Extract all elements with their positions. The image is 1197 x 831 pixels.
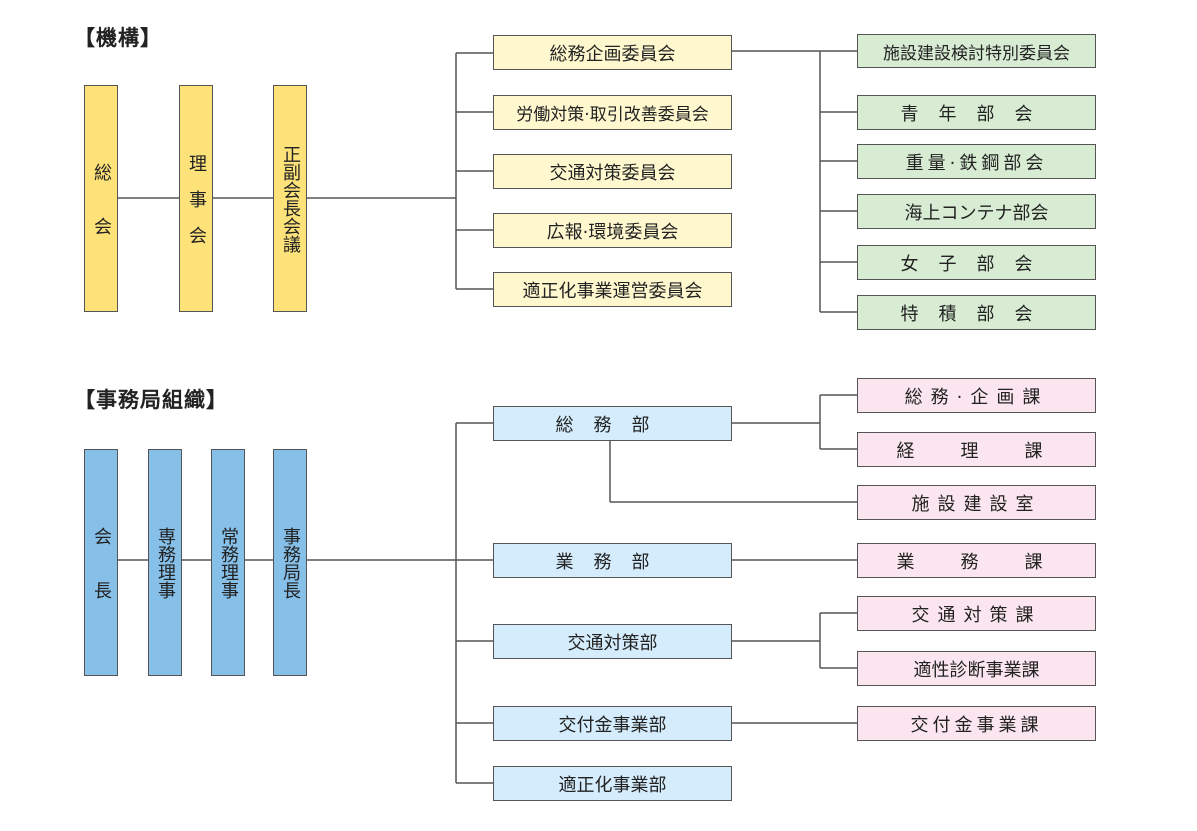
- section-koutsuu-taisaku-label: 交通対策課: [911, 604, 1042, 626]
- section-koufukin-jigyou: 交付金事業課: [857, 706, 1096, 741]
- committee-tekiseika-unei-label: 適正化事業運営委員会: [522, 280, 703, 302]
- dept-tekiseika-jigyou-label: 適正化事業部: [558, 774, 667, 796]
- dept-koufukin-jigyou: 交付金事業部: [493, 706, 732, 741]
- pillar-jimukyoku-chou-label: 事務局長: [280, 526, 301, 599]
- dept-tekiseika-jigyou: 適正化事業部: [493, 766, 732, 801]
- dept-koutsuu-taisaku-label: 交通対策部: [567, 632, 658, 654]
- dept-koufukin-jigyou-label: 交付金事業部: [558, 714, 667, 736]
- dept-koutsuu-taisaku: 交通対策部: [493, 624, 732, 659]
- section-koufukin-jigyou-label: 交付金事業課: [910, 714, 1043, 736]
- section-shisetsu-kensetsu: 施設建設室: [857, 485, 1096, 520]
- bukai-joshi-label: 女子部会: [900, 253, 1053, 275]
- committee-kouhou-kankyou: 広報·環境委員会: [493, 213, 732, 248]
- committee-koutsuu-taisaku: 交通対策委員会: [493, 154, 732, 189]
- pillar-kaichou: 会 長: [84, 449, 118, 676]
- dept-gyoumu: 業務部: [493, 543, 732, 578]
- pillar-senmu-riji-label: 専務理事: [155, 526, 176, 599]
- section-tekisei-shindan: 適性診断事業課: [857, 651, 1096, 686]
- committee-koutsuu-taisaku-label: 交通対策委員会: [549, 162, 676, 184]
- section-soumu-kikaku-label: 総務·企画課: [904, 386, 1049, 408]
- committee-soumu-kikaku-label: 総務企画委員会: [549, 43, 676, 65]
- bukai-shisetsu-kensetsu-label: 施設建設検討特別委員会: [883, 43, 1070, 64]
- pillar-seifuku-kaichou-kaigi-label: 正副会長会議: [280, 144, 301, 253]
- bukai-seinen-label: 青年部会: [900, 103, 1053, 125]
- committee-roudou-torihiki-label: 労働対策·取引改善委員会: [516, 105, 709, 125]
- jimukyoku-heading: 【事務局組織】: [74, 388, 228, 412]
- pillar-seifuku-kaichou-kaigi: 正副会長会議: [273, 85, 307, 312]
- pillar-senmu-riji: 専務理事: [148, 449, 182, 676]
- kikou-heading: 【機構】: [74, 26, 162, 50]
- bukai-kaijou-container-label: 海上コンテナ部会: [904, 202, 1049, 224]
- dept-soumu: 総務部: [493, 406, 732, 441]
- bukai-shisetsu-kensetsu: 施設建設検討特別委員会: [857, 34, 1096, 68]
- section-keiri-label: 経 理 課: [896, 440, 1057, 462]
- pillar-soukai-label: 総 会: [91, 162, 112, 235]
- pillar-rijikai-label: 理 事 会: [186, 153, 207, 244]
- section-gyoumu-label: 業 務 課: [896, 551, 1057, 573]
- bukai-tokuseki: 特積部会: [857, 295, 1096, 330]
- section-koutsuu-taisaku: 交通対策課: [857, 596, 1096, 631]
- bukai-juuryou-tekkou-label: 重量·鉄鋼部会: [905, 152, 1048, 174]
- pillar-jimukyoku-chou: 事務局長: [273, 449, 307, 676]
- dept-soumu-label: 総務部: [555, 414, 670, 436]
- bukai-joshi: 女子部会: [857, 245, 1096, 280]
- pillar-joumu-riji-label: 常務理事: [218, 526, 239, 599]
- bukai-kaijou-container: 海上コンテナ部会: [857, 194, 1096, 229]
- pillar-joumu-riji: 常務理事: [211, 449, 245, 676]
- pillar-rijikai: 理 事 会: [179, 85, 213, 312]
- committee-tekiseika-unei: 適正化事業運営委員会: [493, 272, 732, 307]
- bukai-tokuseki-label: 特積部会: [900, 303, 1053, 325]
- pillar-kaichou-label: 会 長: [91, 526, 112, 599]
- bukai-juuryou-tekkou: 重量·鉄鋼部会: [857, 144, 1096, 179]
- section-keiri: 経 理 課: [857, 432, 1096, 467]
- section-gyoumu: 業 務 課: [857, 543, 1096, 578]
- section-tekisei-shindan-label: 適性診断事業課: [913, 659, 1040, 681]
- dept-gyoumu-label: 業務部: [555, 551, 670, 573]
- committee-roudou-torihiki: 労働対策·取引改善委員会: [493, 95, 732, 130]
- section-soumu-kikaku: 総務·企画課: [857, 378, 1096, 413]
- section-shisetsu-kensetsu-label: 施設建設室: [911, 493, 1042, 515]
- pillar-soukai: 総 会: [84, 85, 118, 312]
- committee-soumu-kikaku: 総務企画委員会: [493, 35, 732, 70]
- committee-kouhou-kankyou-label: 広報·環境委員会: [546, 221, 679, 243]
- bukai-seinen: 青年部会: [857, 95, 1096, 130]
